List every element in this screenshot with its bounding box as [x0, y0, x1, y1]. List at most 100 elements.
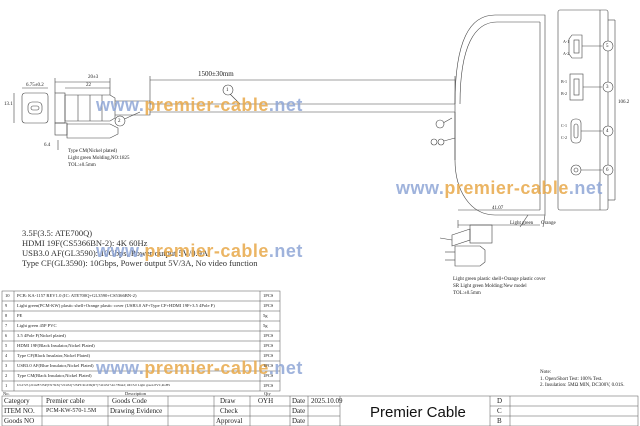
item-value: PCM-KW-570-1.5M	[46, 408, 97, 414]
note-2: 2. Insulation: 5MΩ MIN, DC300V, 0.01S.	[540, 383, 625, 388]
callout-5	[602, 40, 614, 52]
callout-label-6: 6	[606, 168, 609, 173]
dim-plug-len: 22	[86, 83, 91, 88]
plug-metal	[54, 92, 66, 124]
bom-desc: HDMI 19F(Black Insulator,Nickel Plated)	[17, 344, 95, 348]
bom-no: 1	[5, 384, 8, 388]
goods-no-label: Goods NO	[4, 417, 35, 425]
hub-note-3: TOL:±0.5mm	[453, 291, 481, 296]
bom-no: 5	[5, 344, 8, 348]
spec-audio: 3.5F(3.5: ATE700Q)	[22, 228, 93, 238]
watermark: www.premier-cable.net	[396, 178, 603, 198]
port-label-a2: A-2	[563, 51, 570, 56]
bom-qty: 1PCS	[263, 334, 274, 338]
bom-qty: 5g	[263, 324, 268, 328]
date-label: Date	[292, 397, 306, 405]
date3-label: Date	[292, 417, 306, 425]
dim-pcb: 6.75±0.2	[26, 83, 44, 88]
bom-no: 2	[5, 374, 8, 378]
hub-note-2: SR Light green Molding;New model	[453, 284, 527, 289]
drawing-evidence-label: Drawing Evidence	[110, 407, 163, 415]
spec-typec: Type CF(GL3590): 10Gbps, Power output 5V…	[22, 258, 258, 268]
bom-qty: 1PCS	[263, 294, 274, 298]
dim-cable-length: 1500±30mm	[198, 70, 234, 78]
bom-desc: 3.5 4Pole F(Nickel plated)	[17, 334, 66, 338]
bom-desc: USB3.0 AF(Blue Insulator,Nickel Plated)	[17, 364, 94, 368]
check-label: Check	[220, 407, 238, 415]
dim-64: 6.4	[44, 143, 51, 148]
bom-desc: PCB: KA-1157 REV1.0 (IC: ATE700Q+GL3590+…	[17, 294, 137, 298]
hub-side-view	[557, 9, 609, 211]
bom-desc: Type CF(Black Insulator,Nickel Plated)	[17, 354, 90, 358]
callout-1	[222, 84, 234, 96]
dim-plug-h: 13.1	[4, 102, 13, 107]
bom-header-desc: Description	[125, 392, 146, 396]
rev-b: B	[497, 417, 502, 425]
port-label-c1: C-1	[561, 123, 567, 128]
bom-desc: Light green 45P PVC	[17, 324, 57, 328]
bom-header-qty: Qty	[264, 392, 271, 396]
notes-title: Note:	[540, 370, 552, 375]
audio-jack	[570, 164, 582, 176]
color-label-light-green: Light green	[510, 221, 534, 226]
bom-qty: 1PCS	[263, 364, 274, 368]
dim-41: 41.07	[492, 206, 504, 211]
bom-desc: PE	[17, 314, 23, 318]
company-name: Premier Cable	[370, 404, 466, 421]
usb-c-port	[570, 118, 582, 144]
rev-c: C	[497, 407, 502, 415]
bom-no: 3	[5, 364, 8, 368]
plug-note-2: Light green Molding,NO:1825	[68, 156, 130, 161]
bom-qty: 1PCS	[263, 374, 274, 378]
bom-no: 4	[5, 354, 8, 358]
draw-label: Draw	[220, 397, 236, 405]
bom-no: 7	[5, 324, 8, 328]
port-label-a1: A-1	[563, 39, 570, 44]
bom-no: 9	[5, 304, 8, 308]
callout-3	[602, 81, 614, 93]
hub-outline	[454, 14, 546, 216]
bom-qty: 1PCS	[263, 354, 274, 358]
callout-4	[602, 125, 614, 137]
hub-note-1: Light green plastic shell+Orange plastic…	[453, 277, 546, 282]
callout-6	[602, 164, 614, 176]
bom-header-no: No.	[3, 392, 10, 396]
plug-note-1: Type CM(Nickel plated)	[68, 149, 118, 154]
bom-qty: 1PCS	[263, 384, 274, 388]
callout-label-1: 1	[226, 88, 229, 93]
port-label-b1: B-1	[561, 79, 567, 84]
color-label-orange: Orange	[541, 221, 556, 226]
bom-no: 8	[5, 314, 8, 318]
dim-106: 106.2	[618, 100, 630, 105]
dim-plug-width: 20±3	[88, 75, 99, 80]
bom-qty: 5g	[263, 314, 268, 318]
category-value: Premier cable	[46, 397, 85, 405]
hdmi-port	[568, 34, 583, 59]
bom-qty: 1PCS	[263, 304, 274, 308]
bom-desc: UL2725 (2C#28+2SP(TX+RX)+2C#32)+2SPT/4C#…	[17, 384, 171, 387]
callout-label-2: 2	[118, 119, 121, 124]
goods-code-label: Goods Code	[112, 397, 147, 405]
spec-hdmi: HDMI 19F(CS5366BN-2): 4K 60Hz	[22, 238, 148, 248]
callout-label-3: 3	[606, 85, 609, 90]
usb-a-port	[569, 73, 584, 101]
watermark: www.premier-cable.net	[96, 241, 303, 261]
callout-label-5: 5	[606, 44, 609, 49]
watermark: www.premier-cable.net	[96, 95, 303, 115]
plug-end-view	[21, 92, 49, 124]
note-1: 1. Open/Short Test: 100% Test.	[540, 377, 603, 382]
rev-d: D	[497, 397, 503, 405]
watermark: www.premier-cable.net	[96, 358, 303, 378]
category-label: Category	[4, 397, 30, 405]
callout-2	[114, 115, 126, 127]
port-label-b2: B-2	[561, 91, 567, 96]
callout-7	[435, 119, 445, 129]
port-label-c2: C-2	[561, 135, 567, 140]
bom-desc: Type CM(Black Insulator,Nickel Plated)	[17, 374, 92, 378]
bom-no: 6	[5, 334, 8, 338]
bom-desc: Light green(PCM-KW) plastic shell+Orange…	[17, 304, 215, 308]
date2-label: Date	[292, 407, 306, 415]
bom-qty: 1PCS	[263, 344, 274, 348]
bom-no: 10	[5, 294, 10, 298]
